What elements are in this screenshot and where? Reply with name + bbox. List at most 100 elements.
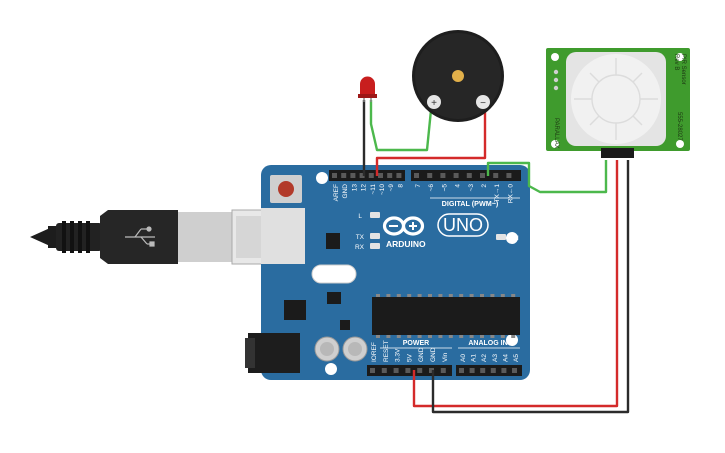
analog-pin-label: A5 (513, 354, 520, 362)
power-pin-label: GND (418, 347, 425, 362)
digital-pin-label: 4 (455, 184, 462, 188)
wire-5v-to-pir (412, 160, 619, 408)
digital-pin-label: RX←0 (507, 184, 514, 204)
analog-label: ANALOG IN (468, 340, 507, 347)
led-rx (370, 243, 380, 249)
power-pin-label: GND (430, 347, 437, 362)
led-tx-label: TX (356, 234, 365, 241)
arduino-logo-icon (382, 216, 425, 236)
led-on (496, 234, 506, 240)
header-pin[interactable] (506, 173, 512, 178)
pir-part: 555-28027 (676, 112, 682, 141)
digital-header-right (411, 170, 521, 181)
header-pin[interactable] (393, 368, 399, 373)
usb-port (261, 208, 305, 264)
header-pin[interactable] (359, 173, 365, 178)
analog-pin-label: A2 (481, 354, 488, 362)
header-pin[interactable] (381, 368, 387, 373)
header-pin[interactable] (490, 368, 496, 373)
header-pin[interactable] (480, 173, 485, 178)
led-rx-label: RX (355, 244, 365, 251)
digital-pin-label: 8 (397, 184, 404, 188)
pir-header (601, 148, 634, 158)
voltage-regulator (284, 300, 306, 320)
led-tx (370, 233, 380, 239)
digital-pin-label: 13 (351, 184, 358, 192)
digital-pin-label: ~9 (388, 184, 395, 192)
power-pin-label: 5V (406, 353, 413, 362)
analog-pin-label: A3 (492, 354, 499, 362)
header-pin[interactable] (466, 173, 472, 178)
crystal (311, 264, 357, 284)
pir-brand: PARALLAX (553, 118, 559, 149)
led-on-label: ON (509, 235, 519, 242)
power-pin-label: IOREF (371, 342, 378, 362)
digital-pin-label: 7 (415, 184, 422, 188)
buzzer-hole-icon (452, 70, 464, 82)
header-pin[interactable] (387, 173, 393, 178)
digital-pin-label: ~10 (379, 184, 386, 195)
digital-pin-label: ~5 (441, 184, 448, 192)
piezo-buzzer: + − (412, 30, 504, 122)
header-pin[interactable] (453, 173, 459, 178)
digital-label: DIGITAL (PWM~) (442, 199, 499, 208)
header-pin[interactable] (414, 173, 419, 178)
pir-revision: Rev B (673, 54, 679, 70)
header-pin[interactable] (368, 173, 374, 178)
digital-pin-label: 12 (361, 184, 368, 192)
header-pin[interactable] (341, 173, 347, 178)
brand-label: ARDUINO (386, 239, 426, 249)
header-pin[interactable] (378, 173, 383, 178)
header-pin[interactable] (493, 173, 499, 178)
digital-pin-label: ~6 (428, 184, 435, 192)
digital-pin-label: AREF (333, 184, 340, 201)
red-led (358, 76, 377, 102)
pir-sensor: PIR Sensor Rev B 555-28027 PARALLAX (546, 48, 690, 158)
header-pin[interactable] (469, 368, 475, 373)
analog-pin-label: A1 (471, 354, 478, 362)
header-pin[interactable] (396, 173, 402, 178)
wire-led-to-buzzer (369, 99, 434, 152)
header-pin[interactable] (370, 368, 375, 373)
analog-pin-label: A4 (502, 354, 509, 362)
header-pin[interactable] (350, 173, 356, 178)
power-jack (245, 333, 300, 373)
analog-pin-label: A0 (460, 354, 467, 362)
header-pin[interactable] (429, 368, 434, 373)
buzzer-plus-label: + (431, 98, 437, 109)
header-pin[interactable] (427, 173, 433, 178)
digital-pin-label: ~11 (370, 184, 377, 195)
power-pin-label: 3.3V (395, 348, 402, 362)
digital-header-left (329, 170, 405, 181)
power-label: POWER (403, 340, 429, 347)
digital-pin-label: GND (342, 184, 349, 199)
led-l-label: L (358, 213, 362, 220)
usb-chip (326, 233, 340, 249)
buzzer-minus-label: − (480, 98, 486, 109)
reset-button[interactable] (270, 175, 302, 203)
header-pin[interactable] (440, 368, 446, 373)
atmega-chip (372, 294, 520, 338)
usb-symbol-icon (125, 226, 155, 247)
header-pin[interactable] (440, 173, 446, 178)
header-pin[interactable] (417, 368, 423, 373)
power-pin-label: Vin (442, 352, 449, 362)
wire-gnd-to-pir (431, 160, 630, 414)
header-pin[interactable] (332, 173, 337, 178)
header-pin[interactable] (501, 368, 507, 373)
wire-pir-out-to-pin2 (486, 160, 608, 194)
led-l (370, 212, 380, 218)
digital-pin-label: 2 (481, 184, 488, 188)
header-pin[interactable] (480, 368, 486, 373)
wires (362, 99, 630, 414)
digital-pin-label: ~3 (468, 184, 475, 192)
header-pin[interactable] (405, 368, 411, 373)
model-label: UNO (443, 215, 483, 235)
header-pin[interactable] (459, 368, 464, 373)
pir-title: PIR Sensor (680, 54, 686, 85)
digital-pin-label: TX→1 (494, 184, 501, 203)
header-pin[interactable] (512, 368, 517, 373)
analog-header (456, 365, 522, 376)
